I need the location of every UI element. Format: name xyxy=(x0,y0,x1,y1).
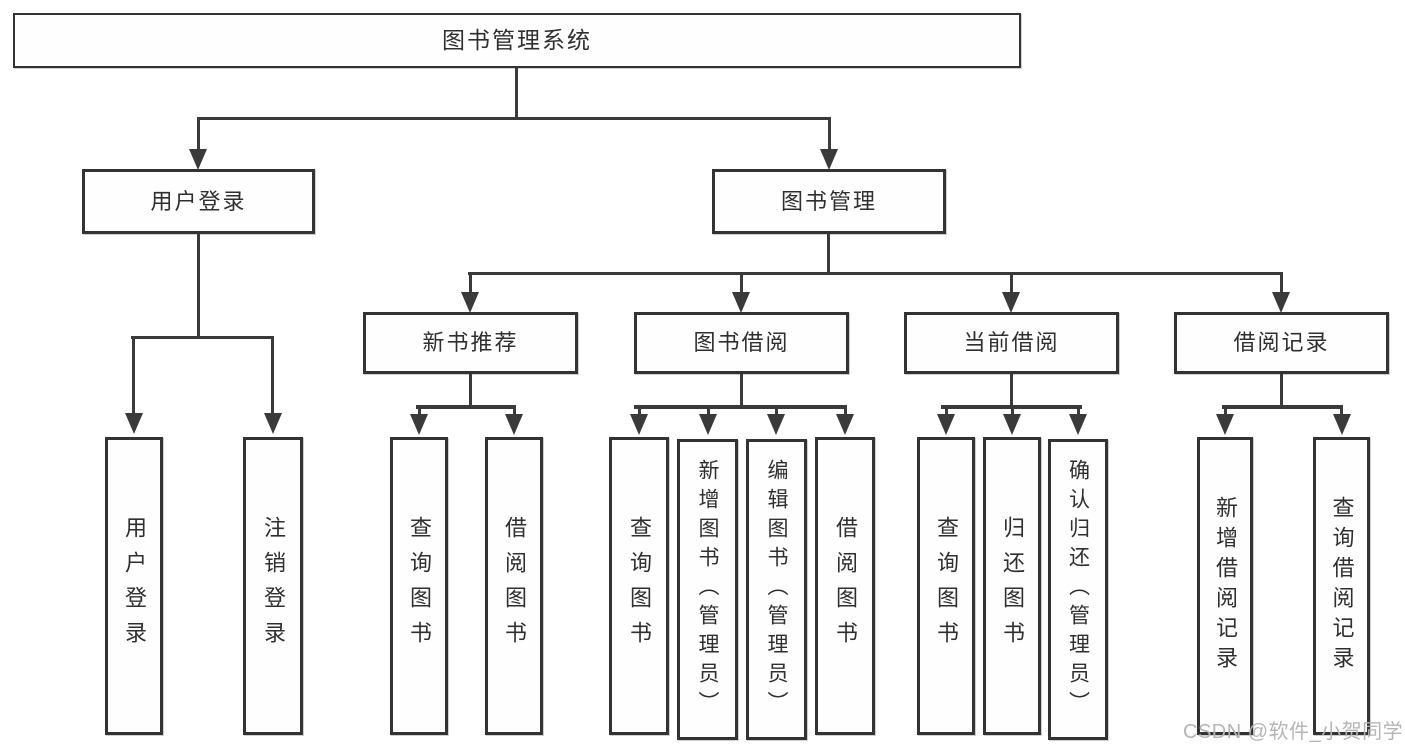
arrow-down-icon xyxy=(820,149,838,170)
connector-book-mgmt-stub xyxy=(740,272,743,294)
connector-borrow-vline xyxy=(740,374,743,407)
node-book-management: 图书管理 xyxy=(712,169,946,234)
node-leaf-borrow-borrow-books: 借阅图书 xyxy=(815,437,875,735)
node-leaf-return-books: 归还图书 xyxy=(983,437,1041,735)
arrow-down-icon xyxy=(1003,414,1021,435)
connector-borrow-hbar xyxy=(634,405,846,409)
node-borrow-records: 借阅记录 xyxy=(1174,312,1389,374)
node-leaf-query-borrow-record: 查询借阅记录 xyxy=(1313,437,1370,735)
arrow-down-icon xyxy=(1272,292,1290,313)
connector-book-mgmt-vline xyxy=(827,234,830,275)
connector-borrow-stub xyxy=(707,405,710,417)
connector-recommend-vline xyxy=(469,374,472,407)
node-leaf-recommend-query-books: 查询图书 xyxy=(390,437,448,735)
csdn-watermark: CSDN @软件_小贺同学 xyxy=(1183,721,1404,743)
connector-current-stub xyxy=(1011,405,1014,417)
connector-root-left-stub xyxy=(197,117,200,153)
connector-current-stub xyxy=(945,405,948,417)
node-user-login: 用户登录 xyxy=(82,169,315,234)
arrow-down-icon xyxy=(732,292,750,313)
arrow-down-icon xyxy=(461,292,479,313)
connector-current-stub xyxy=(1077,405,1080,417)
node-leaf-logout: 注销登录 xyxy=(243,437,303,735)
arrow-down-icon xyxy=(125,413,143,434)
connector-borrow-stub xyxy=(638,405,641,417)
arrow-down-icon xyxy=(189,149,207,170)
node-book-borrow: 图书借阅 xyxy=(634,312,849,374)
connector-user-login-vline xyxy=(197,234,200,338)
node-leaf-recommend-borrow-books: 借阅图书 xyxy=(485,437,543,735)
arrow-down-icon xyxy=(836,414,854,435)
node-leaf-current-query-books: 查询图书 xyxy=(917,437,975,735)
arrow-down-icon xyxy=(264,413,282,434)
arrow-down-icon xyxy=(505,414,523,435)
node-leaf-add-borrow-record: 新增借阅记录 xyxy=(1197,437,1253,735)
arrow-down-icon xyxy=(410,414,428,435)
node-library-management-system: 图书管理系统 xyxy=(13,13,1021,68)
connector-records-vline xyxy=(1280,374,1283,407)
node-leaf-borrow-query-books: 查询图书 xyxy=(609,437,669,735)
node-leaf-edit-books-admin: 编辑图书（管理员） xyxy=(746,439,807,740)
node-new-book-recommend: 新书推荐 xyxy=(363,312,578,374)
arrow-down-icon xyxy=(699,414,717,435)
connector-current-vline xyxy=(1010,374,1013,407)
connector-records-stub xyxy=(1224,405,1227,417)
connector-borrow-stub xyxy=(844,405,847,417)
arrow-down-icon xyxy=(1069,414,1087,435)
node-current-borrow: 当前借阅 xyxy=(904,312,1119,374)
connector-records-stub xyxy=(1340,405,1343,417)
connector-records-hbar xyxy=(1222,405,1342,409)
connector-user-login-left-stub xyxy=(132,336,135,416)
arrow-down-icon xyxy=(767,414,785,435)
connector-book-mgmt-stub xyxy=(469,272,472,294)
connector-book-mgmt-stub xyxy=(1280,272,1283,294)
connector-root-vline xyxy=(515,68,518,119)
connector-user-login-hbar xyxy=(131,336,274,339)
arrow-down-icon xyxy=(1216,414,1234,435)
node-leaf-confirm-return-admin: 确认归还（管理员） xyxy=(1048,439,1108,740)
arrow-down-icon xyxy=(1002,292,1020,313)
arrow-down-icon xyxy=(1333,414,1351,435)
connector-book-mgmt-hline xyxy=(468,272,1283,275)
connector-recommend-stub xyxy=(418,405,421,417)
connector-recommend-hbar xyxy=(416,405,516,409)
arrow-down-icon xyxy=(630,414,648,435)
connector-recommend-stub xyxy=(513,405,516,417)
connector-book-mgmt-stub xyxy=(1010,272,1013,294)
node-leaf-user-login: 用户登录 xyxy=(105,437,163,735)
connector-root-hline xyxy=(197,117,831,120)
connector-user-login-right-stub xyxy=(271,336,274,416)
node-leaf-add-books-admin: 新增图书（管理员） xyxy=(677,439,738,740)
arrow-down-icon xyxy=(937,414,955,435)
connector-borrow-stub xyxy=(775,405,778,417)
connector-root-right-stub xyxy=(828,117,831,153)
